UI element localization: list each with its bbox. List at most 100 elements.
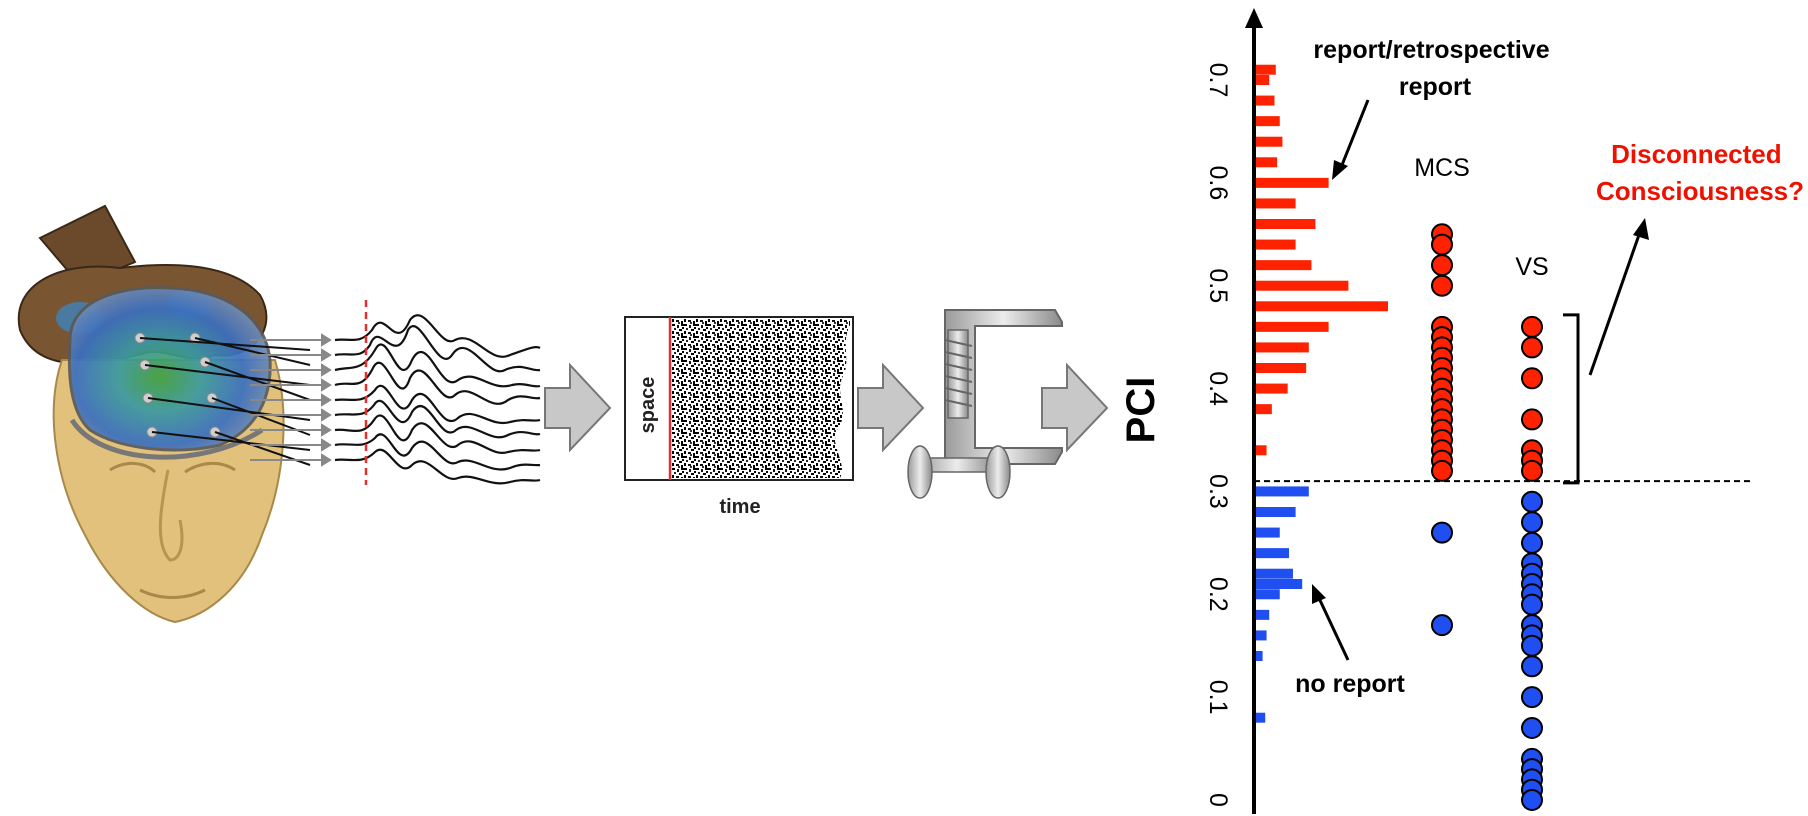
- y-tick-label: 0.3: [1204, 474, 1232, 509]
- histogram-bar-no-report: [1256, 609, 1270, 620]
- histogram-bar-report: [1256, 301, 1388, 312]
- patient-point-mcs: [1431, 521, 1453, 544]
- disconnected-arrowhead: [1633, 218, 1649, 240]
- patient-point-vs: [1521, 459, 1543, 482]
- histogram-bar-report: [1256, 280, 1349, 291]
- histogram-bar-report: [1256, 363, 1307, 373]
- patient-point-vs: [1521, 367, 1543, 390]
- histogram-bar-no-report: [1256, 630, 1267, 641]
- patient-point-mcs: [1431, 459, 1453, 482]
- face-eye-right: [184, 462, 236, 474]
- matrix-time-label: time: [719, 496, 760, 518]
- patient-point-vs: [1521, 511, 1543, 534]
- histogram-bar-report: [1256, 75, 1270, 85]
- face-nose: [158, 469, 184, 562]
- histogram-bar-no-report: [1256, 507, 1296, 517]
- histogram-bar-no-report: [1256, 712, 1266, 723]
- disconnected-line-2: Consciousness?: [1596, 176, 1804, 206]
- patient-point-vs: [1521, 593, 1543, 616]
- pci-plot: 0 0.1 0.2 0.3 0.4 0.5 0.6 0.7 MCS VS report/ret…: [1204, 8, 1804, 814]
- patient-point-mcs: [1431, 274, 1453, 297]
- flow-arrow-icon: [857, 362, 925, 453]
- patient-point-vs: [1521, 315, 1543, 338]
- y-tick-label: 0.1: [1204, 680, 1232, 715]
- face-mouth: [139, 588, 206, 599]
- y-tick-label: 0.6: [1204, 165, 1232, 200]
- histogram-bar-report: [1256, 260, 1312, 271]
- clamp-screw-thread: [944, 339, 973, 407]
- flow-arrow-icon: [544, 362, 612, 453]
- patient-point-vs: [1521, 789, 1543, 811]
- patient-point-vs: [1521, 336, 1543, 359]
- patient-points: [1431, 223, 1543, 811]
- patient-point-vs: [1521, 634, 1543, 657]
- electrode-output-arrows: [250, 333, 332, 467]
- histogram-bar-report: [1256, 116, 1280, 127]
- y-axis-arrowhead: [1245, 8, 1263, 28]
- disconnected-arrow: [1588, 231, 1642, 376]
- histogram-bar-report: [1256, 95, 1275, 106]
- histogram-bar-report: [1256, 445, 1267, 456]
- eeg-waveforms: [334, 314, 541, 485]
- report-annotation: report/retrospective report: [1313, 36, 1556, 101]
- matrix-noise: [672, 319, 850, 478]
- report-arrow: [1338, 99, 1370, 171]
- no-report-arrow: [1316, 595, 1350, 661]
- matrix-space-label: space: [637, 377, 659, 434]
- histogram-bar-report: [1256, 198, 1296, 209]
- patient-point-mcs: [1431, 254, 1453, 277]
- clamp-screw: [947, 329, 969, 419]
- histogram-bar-report: [1256, 177, 1329, 188]
- patient-point-vs: [1521, 490, 1543, 513]
- y-tick-label: 0.5: [1204, 268, 1232, 303]
- patient-point-vs: [1521, 531, 1543, 554]
- histogram-bar-report: [1256, 239, 1296, 250]
- histogram-bar-report: [1256, 404, 1272, 415]
- flow-arrow-icon: [1041, 362, 1109, 453]
- clamp-frame: [944, 309, 1063, 465]
- histogram-bar-no-report: [1256, 589, 1280, 600]
- histogram-bar-report: [1256, 383, 1288, 394]
- head-with-tms-coil-illustration: [17, 204, 332, 624]
- y-tick-label: 0.4: [1204, 371, 1232, 406]
- no-report-arrowhead: [1312, 584, 1326, 604]
- compression-clamp-icon: [907, 309, 1063, 499]
- clamp-knob: [907, 445, 933, 499]
- histogram-bar-report: [1256, 219, 1316, 229]
- disconnected-consciousness-annotation: Disconnected Consciousness?: [1596, 139, 1804, 206]
- spatiotemporal-matrix: space time: [624, 316, 854, 518]
- vs-label: VS: [1515, 253, 1548, 281]
- histogram-bar-no-report: [1256, 568, 1293, 579]
- no-report-annotation: no report: [1295, 670, 1405, 698]
- report-annotation-line-2: report: [1399, 73, 1472, 101]
- scalp-rim: [69, 418, 264, 460]
- patient-point-vs: [1521, 717, 1543, 739]
- face-eye-left: [109, 462, 157, 474]
- pci-histogram: [1256, 64, 1388, 723]
- pci-label: PCI: [1119, 377, 1163, 444]
- patient-point-vs: [1521, 408, 1543, 431]
- report-annotation-line-1: report/retrospective: [1313, 36, 1549, 64]
- patient-point-vs: [1521, 686, 1543, 709]
- mcs-label: MCS: [1414, 154, 1470, 182]
- disconnected-line-1: Disconnected: [1611, 139, 1782, 169]
- patient-point-vs: [1521, 655, 1543, 678]
- clamp-knob: [985, 445, 1011, 499]
- y-tick-label: 0.2: [1204, 577, 1232, 612]
- histogram-bar-report: [1256, 321, 1329, 332]
- report-arrowhead: [1332, 160, 1348, 180]
- y-tick-label: 0.7: [1204, 63, 1232, 98]
- histogram-bar-no-report: [1256, 486, 1309, 497]
- patient-point-mcs: [1431, 233, 1453, 256]
- histogram-bar-no-report: [1256, 548, 1289, 559]
- vs-high-pci-bracket: [1563, 313, 1580, 485]
- histogram-bar-no-report: [1256, 527, 1280, 538]
- histogram-bar-report: [1256, 136, 1283, 147]
- histogram-bar-report: [1256, 157, 1278, 168]
- histogram-bar-report: [1256, 64, 1276, 75]
- y-tick-label: 0: [1204, 793, 1232, 807]
- histogram-bar-no-report: [1256, 651, 1263, 661]
- y-tick-labels: 0 0.1 0.2 0.3 0.4 0.5 0.6 0.7: [1204, 63, 1232, 807]
- patient-point-mcs: [1431, 614, 1453, 637]
